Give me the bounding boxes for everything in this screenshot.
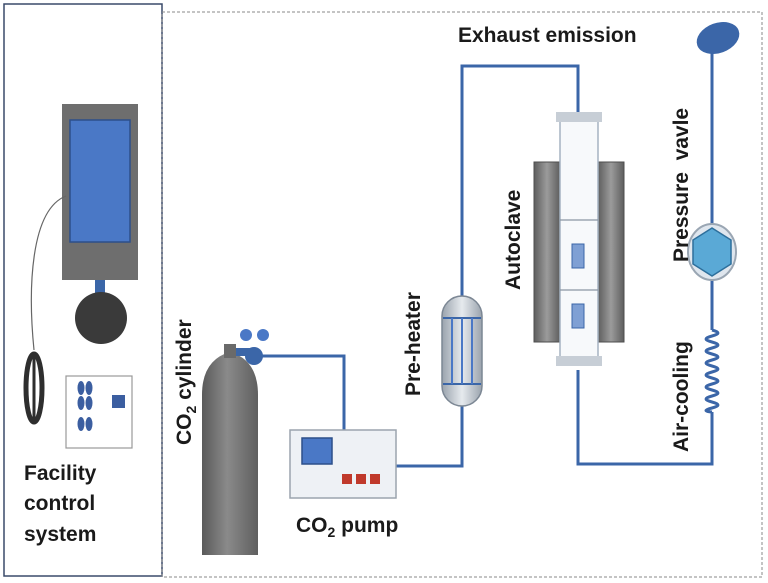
control-knob xyxy=(75,292,127,344)
pipe-pump-to-preheater xyxy=(396,405,464,468)
co2-cylinder xyxy=(202,329,269,555)
circuit-board xyxy=(65,375,133,449)
pipe-autoclave-return xyxy=(576,370,714,466)
handwheel-icon xyxy=(23,351,45,425)
autoclave xyxy=(533,112,625,366)
pre-heater-label: Pre-heater xyxy=(402,292,425,396)
relief-outlet xyxy=(696,22,740,54)
monitor-neck xyxy=(95,280,105,294)
co2-pump-label: CO2 pump xyxy=(296,514,398,540)
co2-cylinder-label: CO2 cylinder xyxy=(173,319,199,445)
facility-panel-border xyxy=(3,3,163,577)
facility-label-line3: system xyxy=(24,523,96,546)
air-cooling-label: Air-cooling xyxy=(670,341,693,452)
pipe-cylinder-to-pump xyxy=(254,354,346,432)
pressure-valve xyxy=(687,223,737,281)
co2-pump xyxy=(289,429,397,499)
facility-label-line2: control xyxy=(24,492,95,515)
process-area-border xyxy=(161,11,763,578)
control-cable xyxy=(30,195,67,351)
facility-label-line1: Facility xyxy=(24,462,97,485)
exhaust-emission-label: Exhaust emission xyxy=(458,24,637,47)
pipe-preheater-to-autoclave xyxy=(460,64,580,296)
pressure-valve-label: Pressure vavle xyxy=(670,108,693,262)
pre-heater xyxy=(441,295,483,407)
control-monitor-screen xyxy=(69,119,131,243)
air-cooling-coil xyxy=(704,328,720,414)
autoclave-label: Autoclave xyxy=(502,190,525,290)
